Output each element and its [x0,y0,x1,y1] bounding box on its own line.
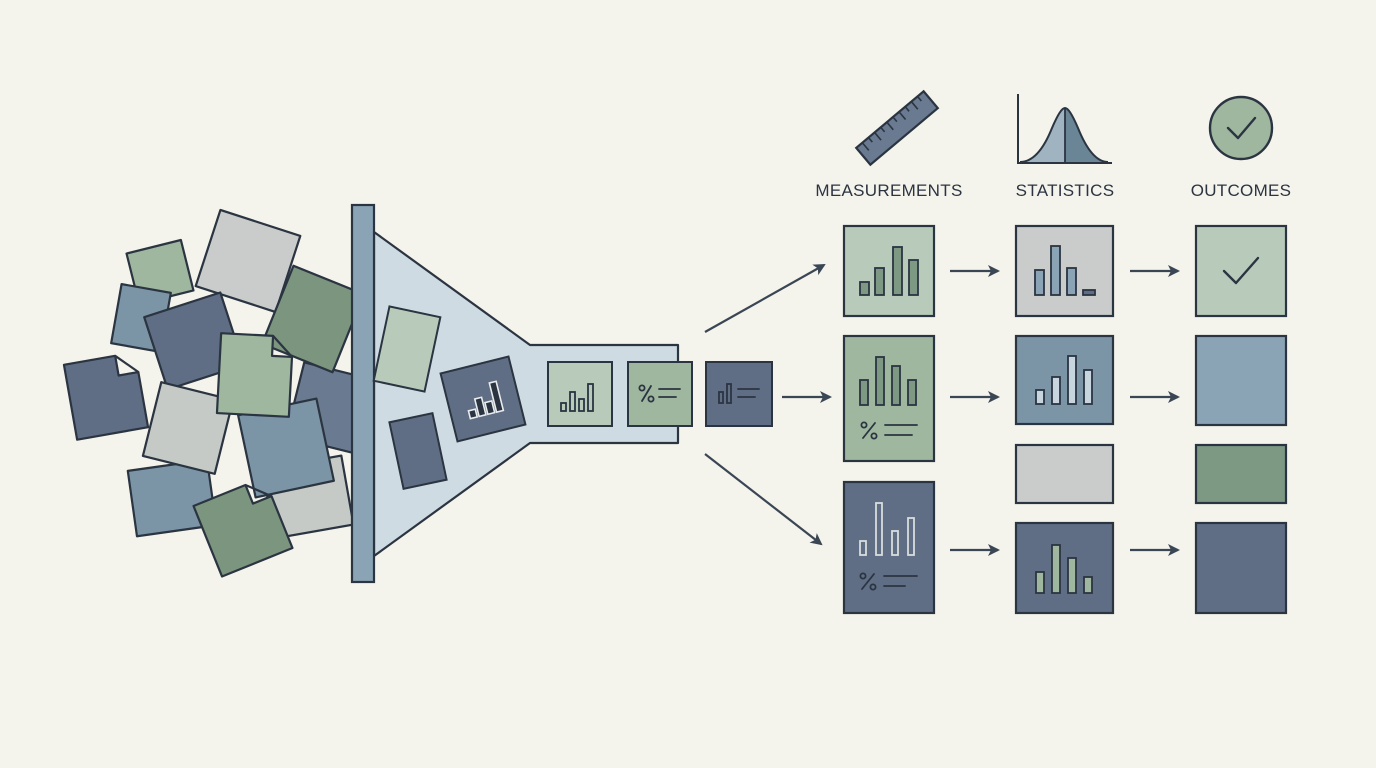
raw-document [192,483,294,578]
bar-chart-icon [859,502,915,556]
bar-chart-icon [1035,544,1093,594]
column-label-outcomes: OUTCOMES [1191,181,1292,200]
statistics-card-empty [1014,443,1115,505]
outcome-card-2 [1194,334,1288,427]
check-circle-icon [1208,95,1274,161]
arrow-to-row-1 [704,264,826,333]
check-icon [1222,256,1260,285]
arrow-to-row-3 [704,453,823,546]
raw-document [194,208,302,314]
bar-chart-icon [560,383,594,412]
measurement-card-2 [842,334,936,463]
filter-funnel [350,203,693,584]
outcome-card-1 [1194,224,1288,318]
percent-card [627,361,693,427]
mini-chart-icon [718,383,760,404]
statistics-card-1 [1014,224,1115,318]
bar-chart-icon [1035,355,1093,405]
measurement-card-3 [842,480,936,615]
percent-icon [638,384,681,403]
bar-chart-icon [859,246,919,296]
raw-document [141,381,235,475]
chart-card [439,355,527,443]
statistics-card-3 [1014,521,1115,615]
raw-document [126,458,218,538]
raw-document [62,354,150,441]
flow-arrows [950,265,1180,556]
outcome-card-empty [1194,443,1288,505]
ruler-icon [854,89,940,167]
bar-chart-icon [859,356,917,406]
bar-chart-icon [1034,245,1096,296]
raw-documents-pile [62,208,376,578]
statistics-card-2 [1014,334,1115,426]
branch-arrows [704,264,832,546]
column-label-statistics: STATISTICS [1016,181,1115,200]
percent-icon [859,572,918,591]
filtered-document [372,305,442,393]
outcome-card-3 [1194,521,1288,615]
raw-document [215,332,294,418]
funnel-intake-bar [350,203,376,584]
column-label-measurements: MEASUREMENTS [815,181,962,200]
bar-chart-icon [467,380,505,420]
bell-curve-icon [1017,94,1112,164]
chart-card [547,361,613,427]
percent-icon [860,421,918,440]
filtered-document [388,411,448,491]
raw-document [260,264,366,374]
measurement-card-1 [842,224,936,318]
summary-card [705,361,773,427]
